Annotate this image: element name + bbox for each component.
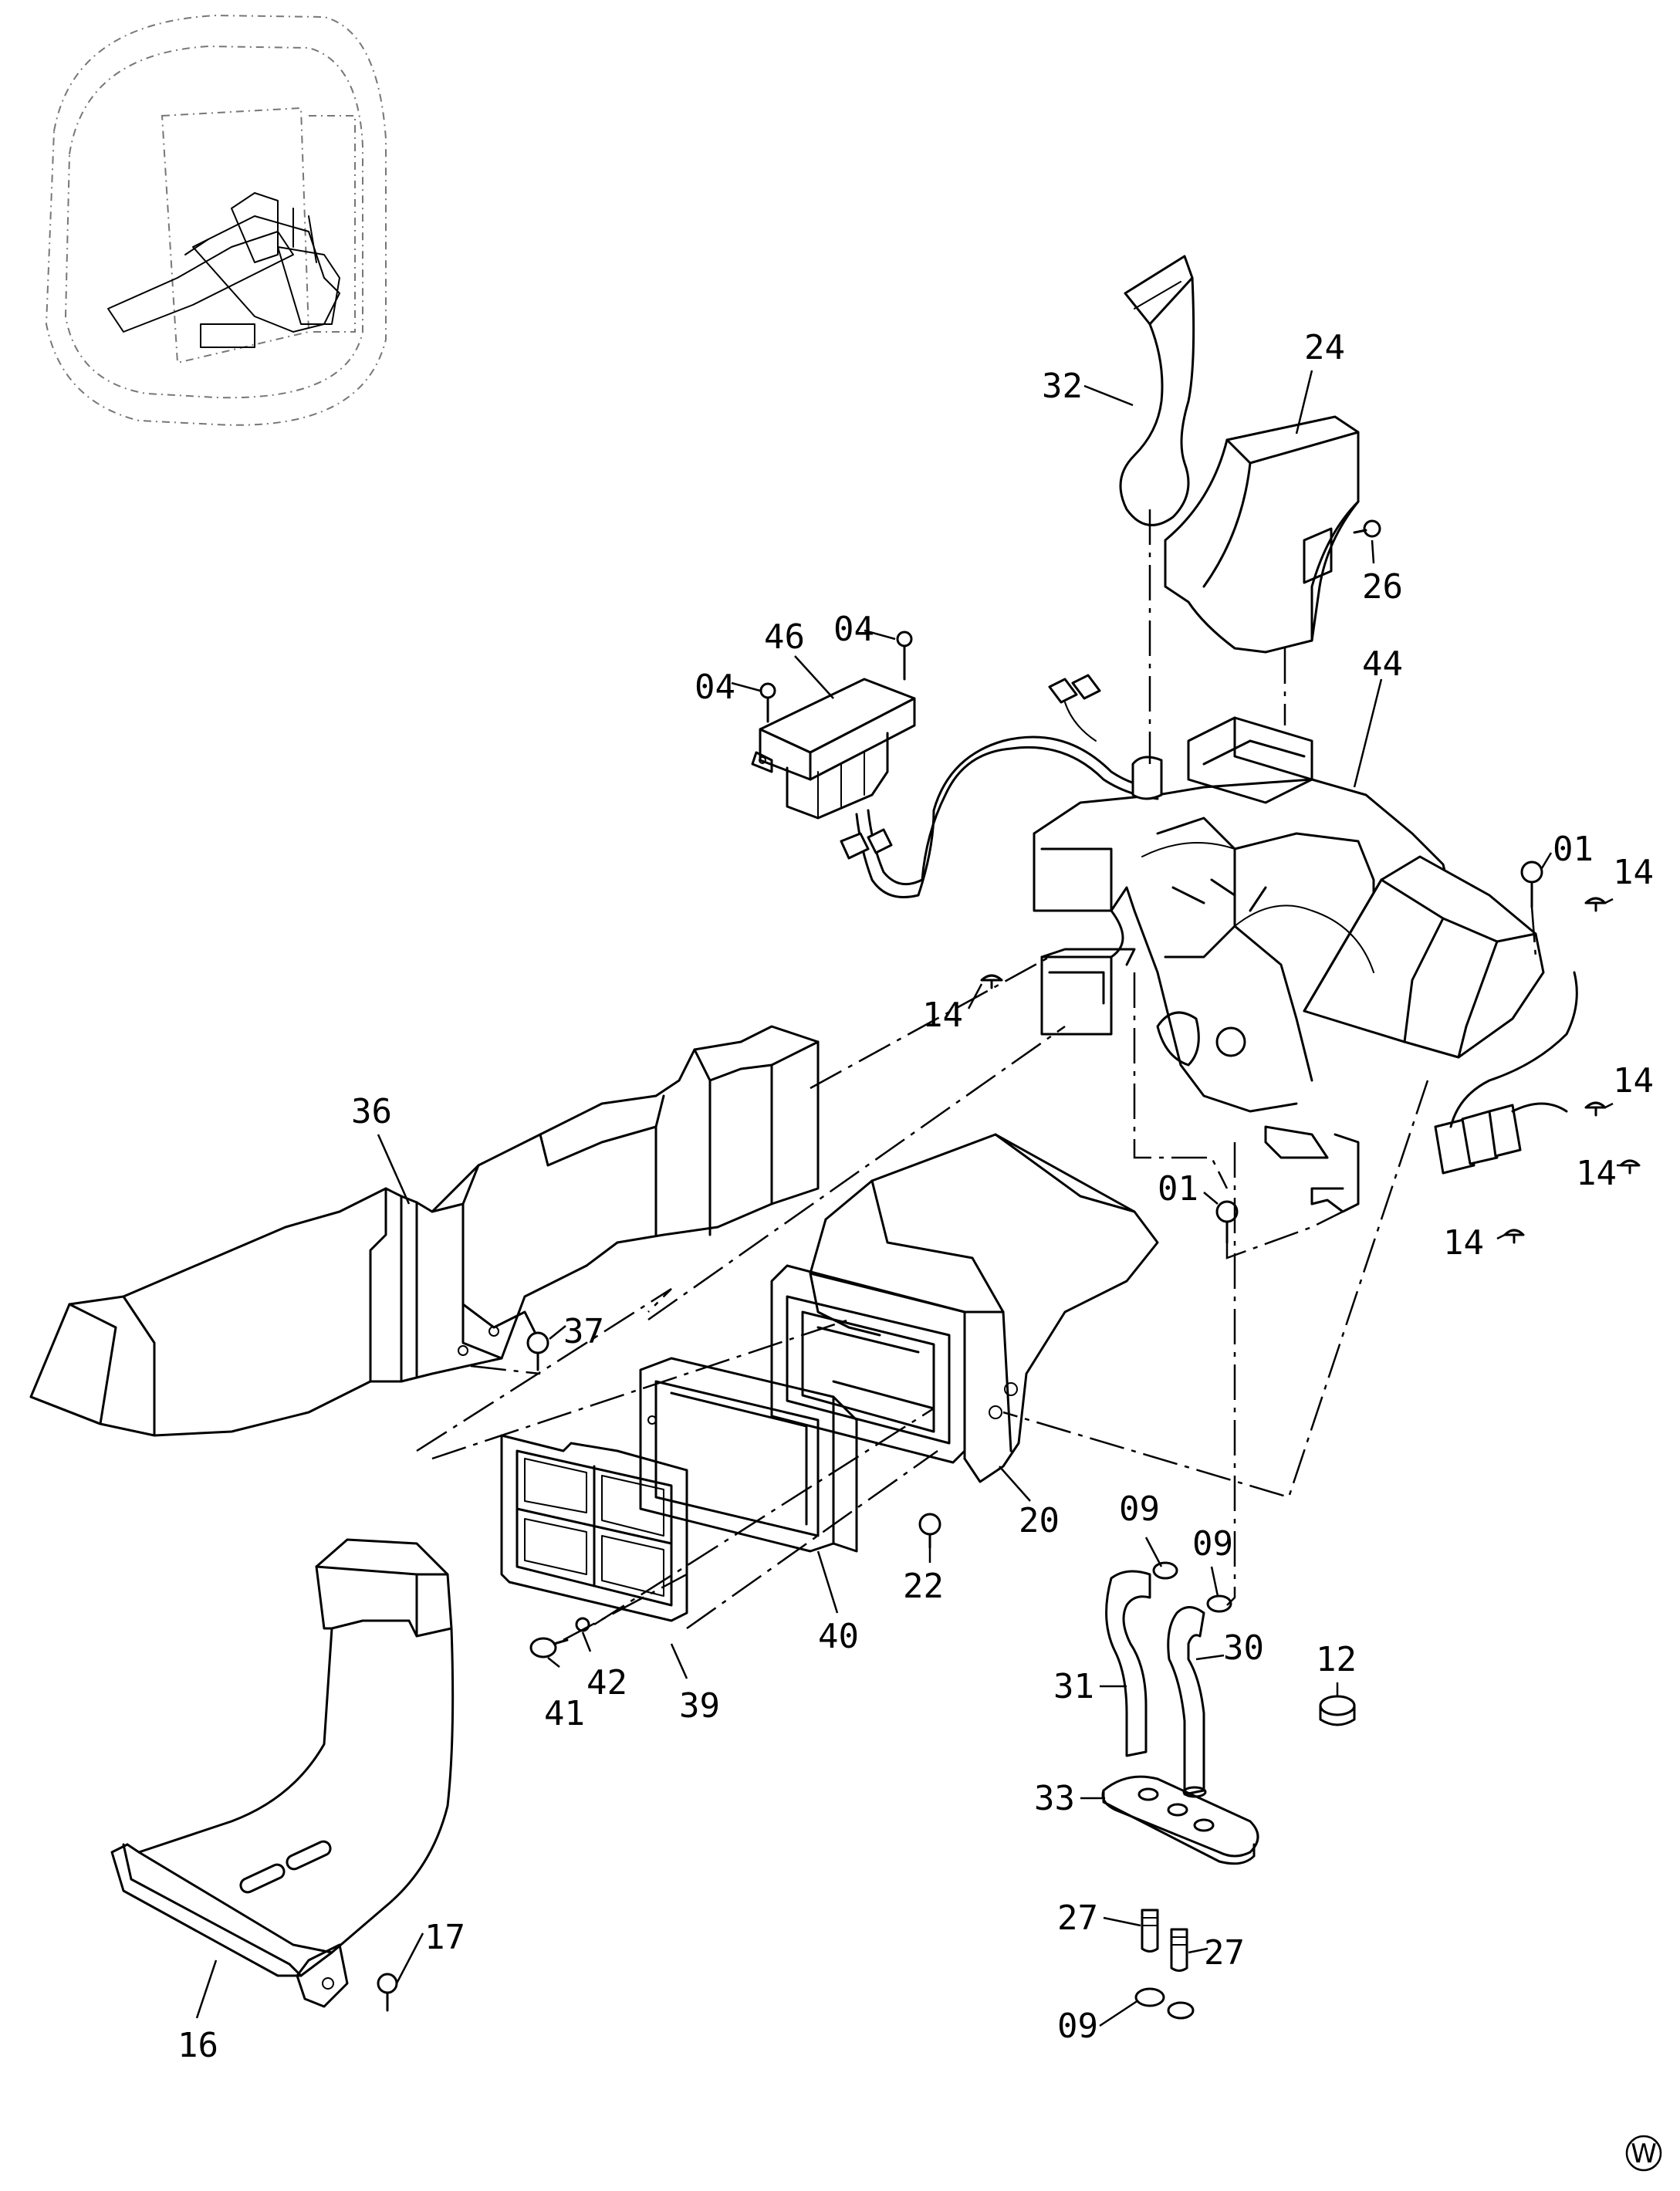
part-17-bolt (377, 1973, 398, 2012)
part-22-bolt (918, 1513, 941, 1549)
label-17: 17 (424, 1918, 465, 1957)
part-27-fitting (1141, 1909, 1188, 1972)
part-01-bolt (1215, 1200, 1239, 1244)
label-04: 04 (833, 610, 874, 649)
label-01: 01 (1553, 830, 1594, 869)
part-01-bolt (1520, 861, 1543, 908)
label-41: 41 (544, 1694, 585, 1733)
label-12: 12 (1316, 1640, 1357, 1679)
label-14: 14 (1613, 853, 1654, 892)
label-01: 01 (1158, 1169, 1198, 1209)
label-40: 40 (818, 1617, 859, 1656)
part-09-clamp (1134, 1561, 1232, 2020)
part-04-screw (759, 631, 913, 723)
label-09: 09 (1057, 2007, 1098, 2046)
label-36: 36 (351, 1092, 392, 1131)
label-14: 14 (1443, 1223, 1484, 1263)
label-14: 14 (1576, 1154, 1617, 1193)
filter-frame (770, 1264, 966, 1464)
label-27: 27 (1204, 1933, 1245, 1973)
cab-overview-thumbnail (45, 14, 387, 426)
assembly-chain-lines (416, 509, 1537, 1642)
label-24: 24 (1304, 328, 1345, 367)
part-32-defroster-hose (1119, 255, 1195, 526)
part-20-intake-case (809, 1133, 1159, 1483)
part-16-floor-duct (110, 1538, 455, 2008)
label-46: 46 (764, 617, 805, 657)
leader-lines (195, 370, 1621, 2027)
corner-mark-badge: W (1625, 2135, 1662, 2172)
label-22: 22 (903, 1567, 944, 1606)
label-32: 32 (1042, 367, 1083, 406)
part-44-air-conditioner-unit (1033, 716, 1578, 1213)
part-39-filter (500, 1434, 688, 1622)
label-09: 09 (1119, 1489, 1160, 1529)
label-44: 44 (1362, 644, 1403, 684)
part-41-knob (529, 1637, 569, 1658)
label-26: 26 (1362, 567, 1403, 607)
part-37-bolt (526, 1331, 549, 1371)
part-number-labels: 32 24 26 46 04 04 44 01 14 14 14 14 14 3… (177, 328, 1654, 2065)
part-24-upper-duct (1164, 415, 1360, 654)
corner-mark-text: W (1631, 2139, 1657, 2169)
label-31: 31 (1053, 1667, 1094, 1706)
label-16: 16 (177, 2026, 218, 2065)
part-33-grommet-plate (1101, 1775, 1259, 1865)
part-36-air-duct (29, 1025, 820, 1437)
label-14: 14 (922, 996, 963, 1035)
label-30: 30 (1223, 1628, 1264, 1668)
part-46-relay-box (751, 678, 916, 820)
part-40-filter-case (639, 1357, 858, 1553)
wire-harness (840, 674, 1159, 898)
label-39: 39 (679, 1686, 720, 1726)
label-37: 37 (563, 1312, 604, 1351)
label-20: 20 (1019, 1501, 1060, 1540)
part-12-plug (1319, 1695, 1356, 1726)
part-30-hose (1167, 1606, 1207, 1798)
label-42: 42 (586, 1663, 627, 1702)
label-04: 04 (695, 668, 735, 707)
label-09: 09 (1192, 1524, 1233, 1564)
label-33: 33 (1034, 1779, 1075, 1818)
part-14-clip (980, 897, 1641, 1244)
part-31-hose (1105, 1570, 1151, 1757)
label-14: 14 (1613, 1061, 1654, 1101)
part-26-screw (1353, 519, 1381, 538)
label-27: 27 (1057, 1899, 1098, 1938)
